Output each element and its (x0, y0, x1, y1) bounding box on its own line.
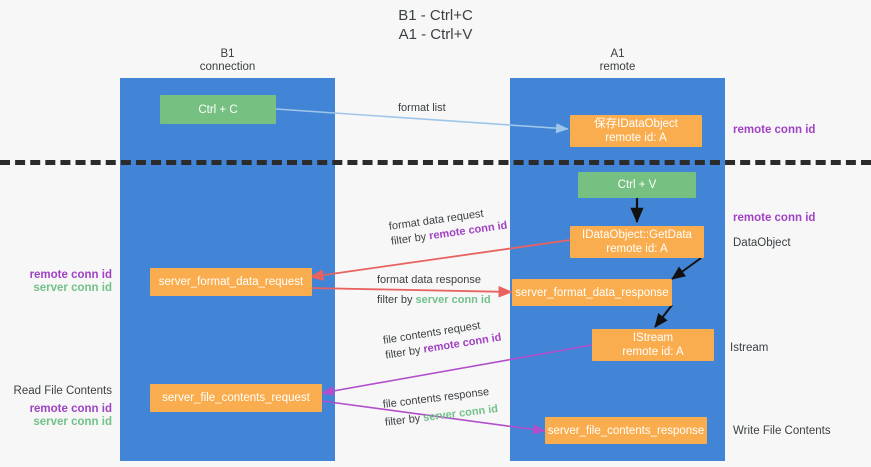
node-server-file-contents-request[interactable]: server_file_contents_request (150, 384, 322, 412)
annotation-remote-conn-id-top: remote conn id (733, 124, 816, 136)
node-server-file-contents-response[interactable]: server_file_contents_response (545, 417, 707, 444)
caption-format-data-request-filter-prefix: filter by (390, 230, 431, 248)
node-idataobject-getdata[interactable]: IDataObject::GetData remote id: A (570, 226, 704, 258)
annotation-left-remote-conn-id: remote conn id (29, 269, 112, 281)
caption-format-data-request: format data request filter by remote con… (388, 204, 508, 250)
caption-file-contents-response-filter-prefix: filter by (384, 412, 425, 429)
node-ctrl-v[interactable]: Ctrl + V (578, 172, 696, 198)
annotation-left-remote-conn-id-2: remote conn id (29, 403, 112, 415)
annotation-write-file-contents: Write File Contents (733, 425, 831, 437)
column-header-b1: B1 connection (199, 48, 256, 73)
annotation-left-server-conn-id-2: server conn id (33, 416, 112, 428)
caption-format-list-text: format list (398, 102, 446, 114)
node-server-format-data-request[interactable]: server_format_data_request (150, 268, 312, 296)
annotation-istream: Istream (730, 342, 769, 354)
caption-format-data-response-filter-key: server conn id (415, 294, 491, 306)
page-title: B1 - Ctrl+C A1 - Ctrl+V (398, 7, 473, 43)
annotation-remote-conn-id-mid: remote conn id (733, 212, 816, 224)
node-ctrl-c[interactable]: Ctrl + C (160, 95, 276, 124)
caption-format-data-response: format data response filter by server co… (377, 273, 491, 308)
caption-file-contents-request: file contents request filter by remote c… (382, 316, 503, 364)
node-server-format-data-response[interactable]: server_format_data_response (512, 279, 672, 306)
node-istream[interactable]: IStream remote id: A (592, 329, 714, 361)
annotation-dataobject: DataObject (733, 237, 791, 249)
caption-format-list: format list (398, 101, 446, 116)
column-header-a1: A1 remote (599, 48, 636, 73)
caption-format-data-response-filter-prefix: filter by (377, 294, 416, 306)
node-idataobject[interactable]: 保存IDataObject remote id: A (570, 115, 702, 147)
caption-format-data-response-text: format data response (377, 274, 481, 286)
annotation-left-server-conn-id: server conn id (33, 282, 112, 294)
phase-separator (0, 160, 871, 165)
caption-file-contents-response: file contents response filter by server … (382, 384, 499, 431)
annotation-read-file-contents: Read File Contents (13, 385, 112, 397)
